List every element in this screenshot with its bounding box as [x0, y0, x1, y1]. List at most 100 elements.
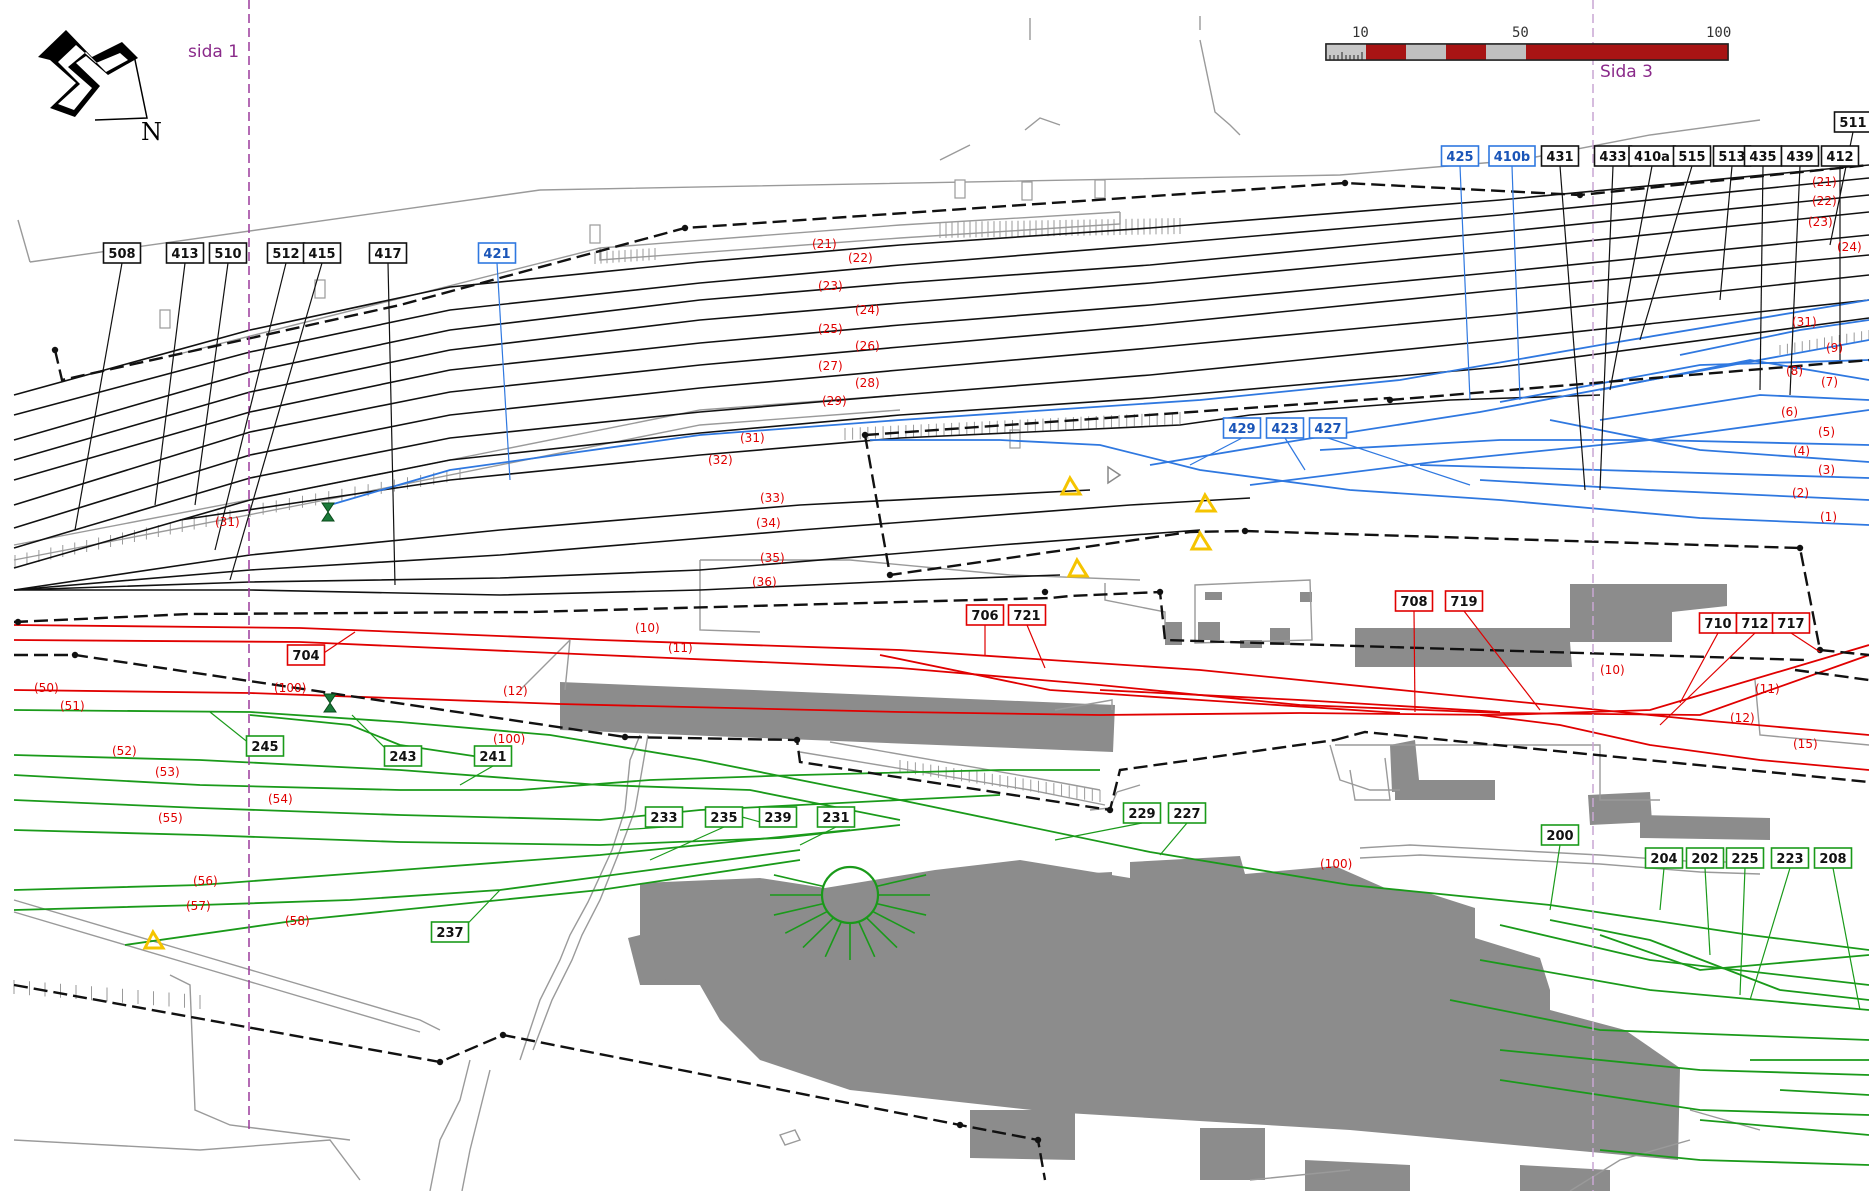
label-box-208[interactable]: [1813, 847, 1853, 869]
track-24: [1679, 319, 1869, 356]
building-5: [1075, 872, 1112, 900]
boundary-node-14: [793, 736, 801, 744]
track-5: [13, 254, 1869, 506]
label-box-200[interactable]: [1540, 824, 1580, 846]
markers-layer: [142, 465, 1218, 950]
label-box-412[interactable]: [1820, 145, 1860, 167]
boundary-node-6: [1041, 588, 1049, 596]
label-box-706[interactable]: [965, 604, 1005, 626]
label-box-439[interactable]: [1780, 145, 1820, 167]
boundary-node-16: [436, 1058, 444, 1066]
track-number-label: (32): [708, 453, 733, 467]
track-15: [870, 439, 1869, 526]
outline-23: [13, 911, 421, 1033]
buildings-layer: [560, 584, 1770, 1191]
turntable-spoke: [865, 917, 898, 949]
building-3: [628, 930, 672, 985]
label-box-511[interactable]: [1833, 111, 1869, 133]
leader-line-717: [1790, 632, 1821, 653]
label-box-510[interactable]: [208, 242, 248, 264]
building-0: [560, 682, 1115, 752]
label-box-717[interactable]: [1771, 612, 1811, 634]
label-box-245[interactable]: [245, 735, 285, 757]
label-box-237[interactable]: [430, 921, 470, 943]
boundary-layer: [13, 163, 1869, 1181]
label-text-208: 208: [1819, 852, 1846, 867]
leader-line-417: [387, 262, 396, 586]
label-text-708: 708: [1400, 595, 1427, 610]
boundary-node-2: [1341, 179, 1349, 187]
label-box-708[interactable]: [1394, 590, 1434, 612]
label-box-239[interactable]: [758, 806, 798, 828]
label-box-410b[interactable]: [1488, 145, 1536, 167]
outline-11: [519, 734, 641, 1061]
label-box-235[interactable]: [704, 806, 744, 828]
track-30: [1479, 714, 1869, 771]
outline-24: [169, 974, 351, 1141]
track-46: [1599, 1149, 1869, 1166]
label-box-223[interactable]: [1770, 847, 1810, 869]
label-box-423[interactable]: [1265, 417, 1305, 439]
track-20: [1479, 479, 1869, 501]
boundary-node-19: [1034, 1136, 1042, 1144]
label-box-421[interactable]: [477, 242, 517, 264]
label-box-225[interactable]: [1725, 847, 1765, 869]
label-box-721[interactable]: [1007, 604, 1047, 626]
label-text-513: 513: [1718, 150, 1745, 165]
track-number-label: (6): [1781, 405, 1798, 419]
label-box-229[interactable]: [1122, 802, 1162, 824]
track-16: [1149, 339, 1869, 466]
post-2: [1094, 179, 1106, 199]
label-box-243[interactable]: [383, 745, 423, 767]
label-box-233[interactable]: [644, 806, 684, 828]
label-text-233: 233: [650, 811, 677, 826]
track-number-label: (100): [493, 732, 525, 746]
site-boundary-8: [1794, 668, 1869, 682]
outline-27: [13, 1139, 361, 1181]
label-box-231[interactable]: [816, 806, 856, 828]
leader-line-235: [649, 826, 725, 861]
label-box-241[interactable]: [473, 745, 513, 767]
label-box-415[interactable]: [302, 242, 342, 264]
outline-19: [1754, 679, 1869, 746]
label-box-417[interactable]: [368, 242, 408, 264]
label-text-412: 412: [1826, 150, 1853, 165]
label-text-433: 433: [1599, 150, 1626, 165]
track-14: [329, 299, 1869, 506]
track-29: [879, 654, 1401, 714]
label-box-429[interactable]: [1222, 417, 1262, 439]
track-number-label: (58): [285, 914, 310, 928]
label-box-425[interactable]: [1440, 145, 1480, 167]
leader-line-227: [1159, 822, 1188, 856]
platform-hatch: [1779, 330, 1869, 355]
outline-22: [13, 899, 441, 1031]
turntable-spoke: [802, 917, 835, 949]
track-7: [13, 299, 1869, 549]
building-13: [1305, 1160, 1410, 1191]
track-49: [1779, 1089, 1869, 1096]
label-box-704[interactable]: [286, 644, 326, 666]
track-8: [13, 317, 1869, 569]
track-number-label: (25): [818, 322, 843, 336]
label-box-515[interactable]: [1672, 145, 1712, 167]
boundary-node-13: [621, 733, 629, 741]
label-box-431[interactable]: [1540, 145, 1580, 167]
boundary-node-7: [1156, 588, 1164, 596]
label-box-508[interactable]: [102, 242, 142, 264]
label-box-413[interactable]: [165, 242, 205, 264]
label-box-204[interactable]: [1644, 847, 1684, 869]
track-47: [1699, 1119, 1869, 1136]
switch-icon: [321, 502, 335, 522]
label-text-427: 427: [1314, 422, 1341, 437]
outline-16: [1329, 744, 1400, 791]
leader-line-410b: [1511, 165, 1521, 401]
track-22: [1599, 359, 1869, 391]
leader-line-719: [1463, 610, 1541, 711]
label-box-227[interactable]: [1167, 802, 1207, 824]
label-box-202[interactable]: [1685, 847, 1725, 869]
label-text-510: 510: [214, 247, 241, 262]
label-box-719[interactable]: [1444, 590, 1484, 612]
label-box-427[interactable]: [1308, 417, 1348, 439]
north-arrow-icon: N: [38, 30, 162, 146]
boundary-node-20: [1386, 396, 1394, 404]
